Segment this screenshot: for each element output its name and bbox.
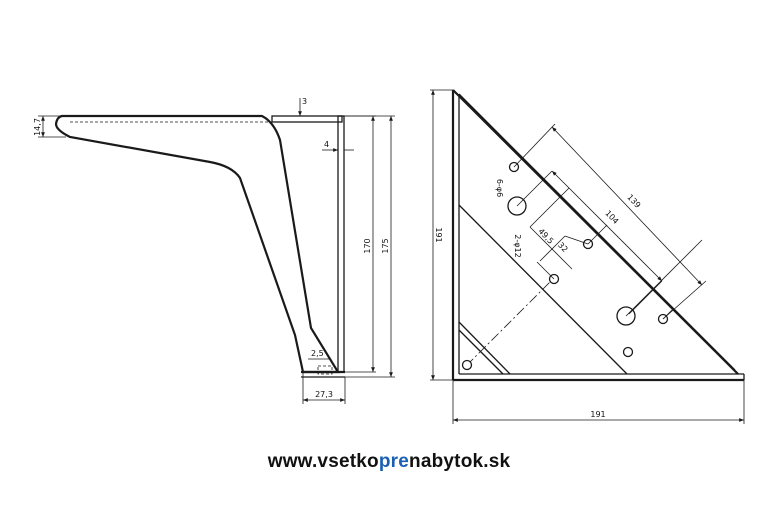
foot-pad bbox=[317, 365, 333, 375]
callout-6-phi6: 6-φ6 bbox=[495, 179, 504, 197]
dim-3: 3 bbox=[302, 97, 307, 106]
callout-2-phi12: 2-φ12 bbox=[513, 234, 522, 257]
dim-191-horizontal: 191 bbox=[590, 410, 605, 419]
dim-104: 104 bbox=[603, 209, 620, 226]
dim-2-5: 2,5 bbox=[311, 349, 324, 358]
dim-27-3: 27,3 bbox=[315, 390, 333, 399]
hole-small bbox=[461, 359, 473, 371]
dim-4: 4 bbox=[324, 140, 329, 149]
hole-small bbox=[622, 346, 634, 358]
url-suffix: nabytok.sk bbox=[409, 451, 511, 472]
dim-14-7: 14,7 bbox=[33, 118, 42, 136]
dim-191-vertical: 191 bbox=[434, 227, 443, 242]
leg-outline bbox=[54, 114, 340, 374]
back-plate bbox=[337, 115, 345, 373]
top-plate bbox=[271, 115, 343, 123]
url-accent: pre bbox=[378, 451, 410, 472]
gusset-triangle bbox=[452, 89, 739, 375]
side-view: 14,7 3 4 170 175 2,5 27,3 bbox=[33, 97, 395, 404]
website-url: www.vsetkoprenabytok.sk bbox=[0, 451, 778, 473]
plate-view: 139 104 49,5 32 6-φ6 2-φ12 191 191 bbox=[430, 89, 745, 424]
hole-centerline bbox=[465, 275, 557, 367]
dim-175: 175 bbox=[381, 238, 390, 253]
url-prefix: www.vsetko bbox=[267, 451, 379, 472]
dim-170: 170 bbox=[363, 238, 372, 253]
